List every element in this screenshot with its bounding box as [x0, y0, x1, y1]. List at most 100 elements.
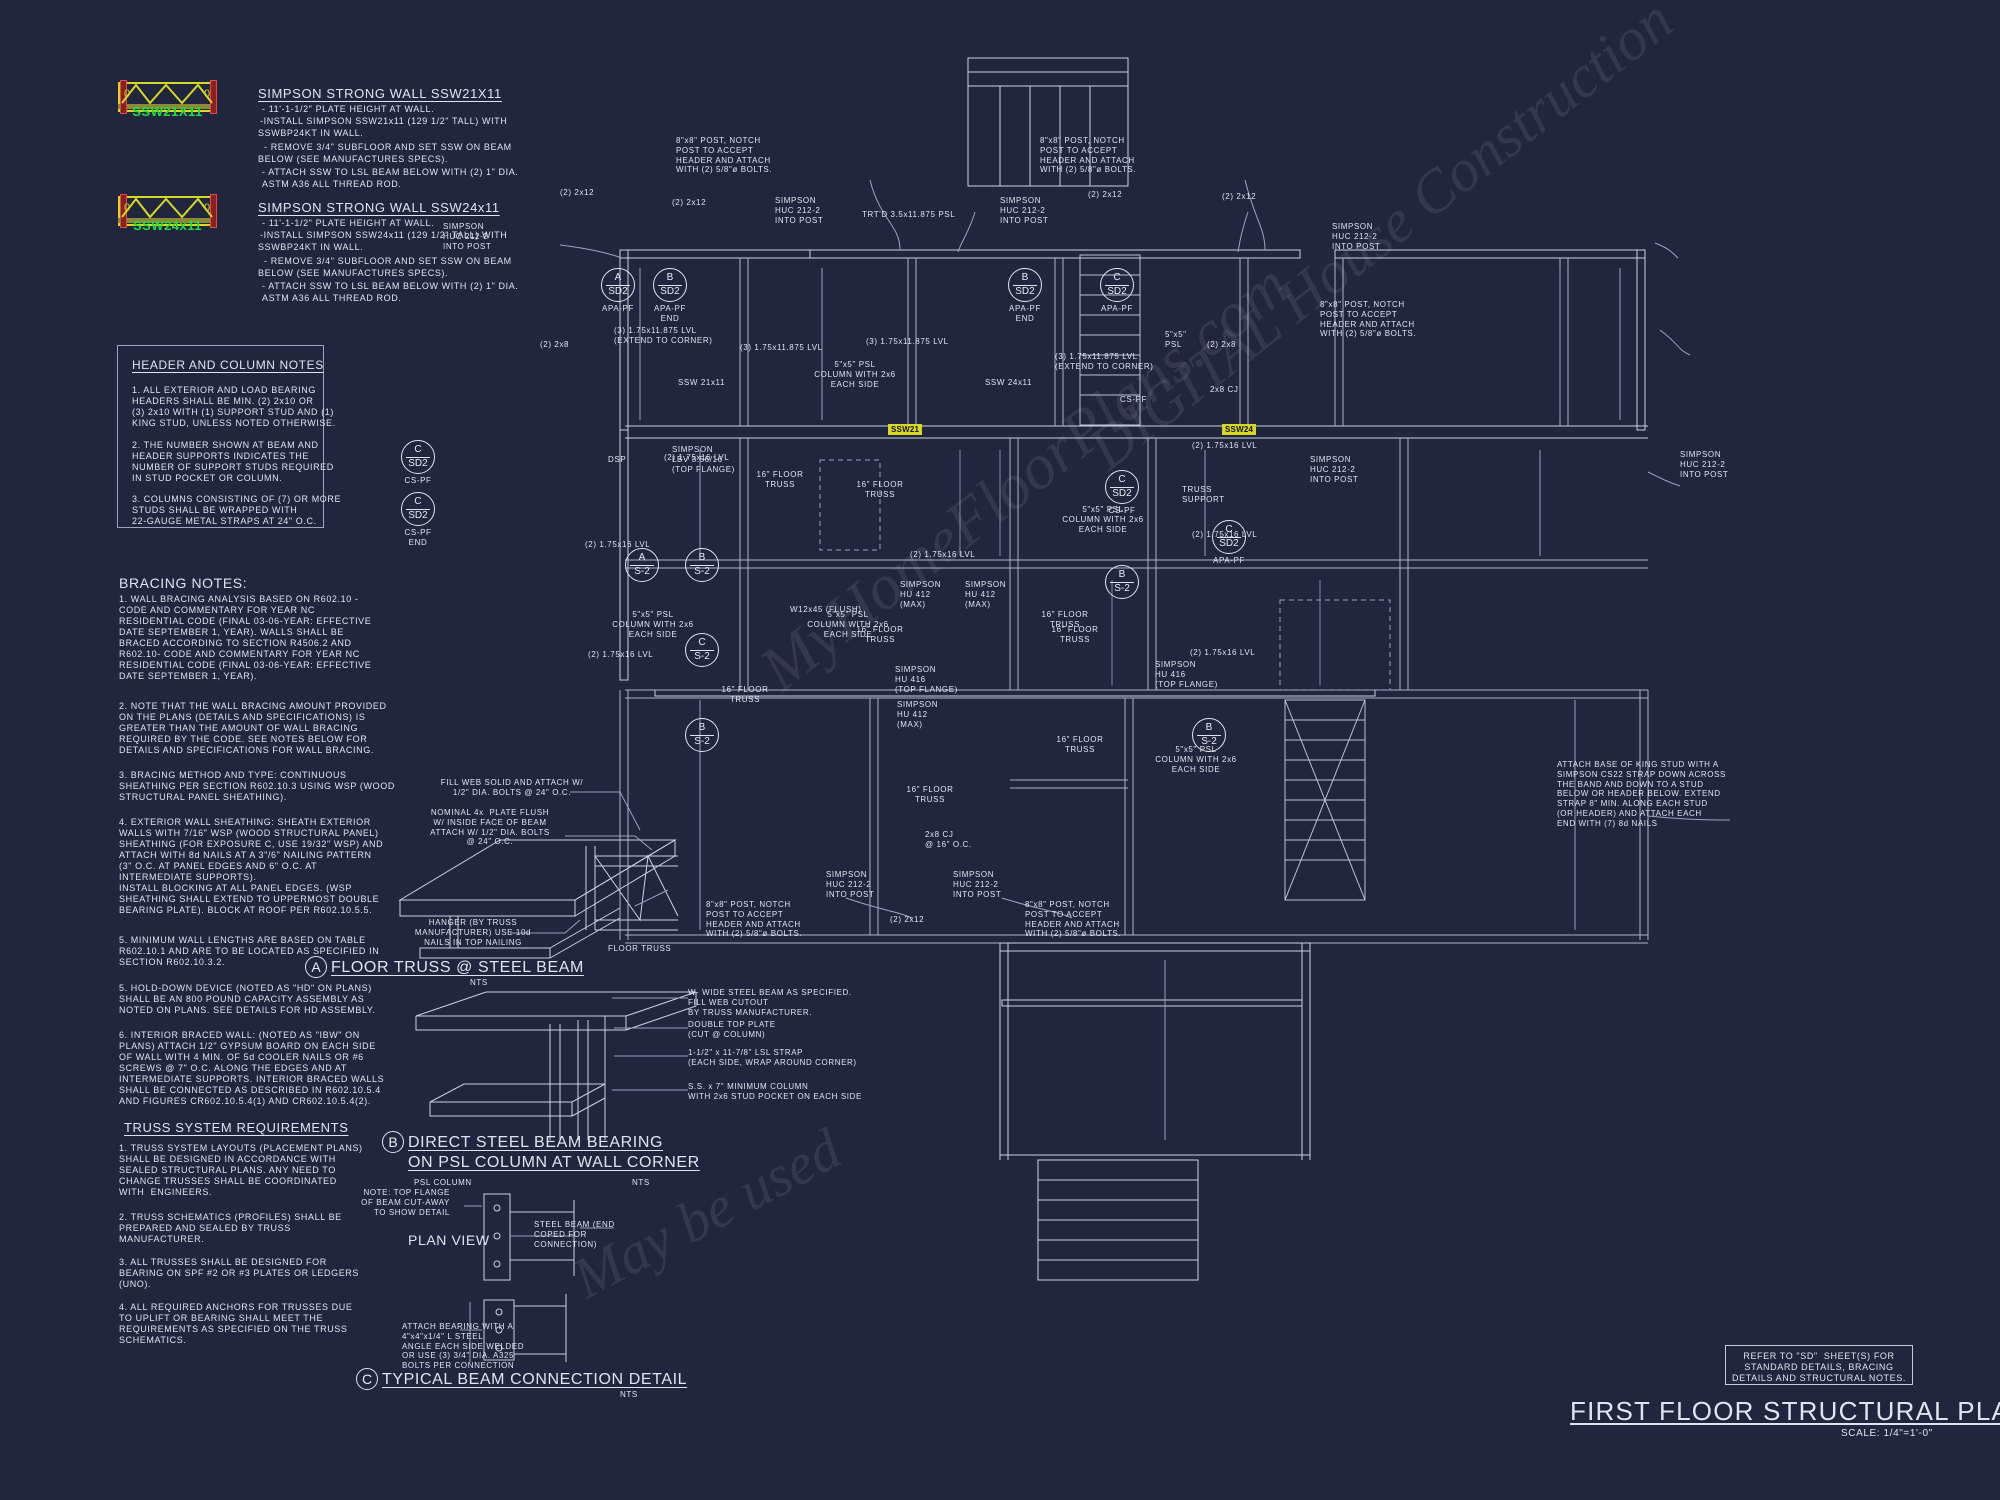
plan-callout: ATTACH BASE OF KING STUD WITH A SIMPSON …	[1557, 760, 1726, 828]
detail-c-title: TYPICAL BEAM CONNECTION DETAIL	[382, 1371, 688, 1388]
section-bubble-divider	[689, 564, 715, 566]
plan-callout: 16" FLOOR TRUSS	[1051, 625, 1099, 644]
section-bubble-sheet: S-2	[694, 565, 710, 577]
section-bubble-divider	[1216, 536, 1242, 538]
section-bubble[interactable]: B SD2	[653, 268, 687, 302]
plan-callout: SIMPSON HUC 212-2 INTO POST	[775, 196, 824, 225]
section-bubble-divider	[629, 564, 655, 566]
plan-callout: SIMPSON HUC 212-2 INTO POST	[1310, 455, 1359, 484]
detail-a-callout-1: FILL WEB SOLID AND ATTACH W/ 1/2" DIA. B…	[440, 778, 584, 797]
ssw24-zigzag-icon: 0 0	[121, 197, 213, 219]
detail-a-sub: NTS	[470, 978, 488, 987]
section-bubble-divider	[1109, 486, 1135, 488]
legend-ssw21-line-3: - REMOVE 3/4" SUBFLOOR AND SET SSW ON BE…	[264, 142, 512, 152]
plan-callout: (2) 1.75x16 LVL	[585, 540, 651, 549]
section-bubble-divider	[1104, 284, 1130, 286]
plan-callout: TRUSS SUPPORT	[1182, 485, 1225, 504]
plan-callout: SIMPSON HUC 212-2 INTO POST	[1332, 222, 1381, 251]
legend-ssw21: 0 0 SSW21X11	[110, 78, 225, 119]
section-bubble-divider	[605, 284, 631, 286]
detail-b-callout-3: 1-1/2" x 11-7/8" LSL STRAP (EACH SIDE, W…	[688, 1048, 857, 1067]
detail-a-title: FLOOR TRUSS @ STEEL BEAM	[331, 959, 584, 976]
plan-callout: SIMPSON HU 416 (TOP FLANGE)	[1155, 660, 1218, 689]
truss-notes-title: TRUSS SYSTEM REQUIREMENTS	[124, 1120, 349, 1135]
detail-c-letter: C	[361, 1371, 373, 1387]
plan-callout: 16" FLOOR TRUSS	[756, 470, 804, 489]
plan-callout: SSW 24x11	[985, 378, 1033, 387]
truss-note-3: 3. ALL TRUSSES SHALL BE DESIGNED FOR BEA…	[119, 1257, 359, 1289]
header-column-notes-title: HEADER AND COLUMN NOTES	[132, 358, 324, 372]
section-bubble-detail: C	[698, 637, 706, 648]
plan-callout: 5"x5" PSL	[1165, 330, 1187, 349]
plan-callout: (2) 2x8	[1207, 340, 1237, 349]
plan-callout: 2x8 CJ @ 16" O.C.	[925, 830, 972, 849]
section-bubble-divider	[405, 456, 431, 458]
svg-text:0: 0	[204, 202, 210, 214]
section-bubble-label: APA-PF END	[1009, 304, 1041, 323]
legend-ssw24-title: SIMPSON STRONG WALL SSW24x11	[258, 200, 500, 215]
section-bubble-detail: A	[638, 552, 646, 563]
plan-outer-walls	[619, 249, 1646, 1007]
bracing-note-4: 4. EXTERIOR WALL SHEATHING: SHEATH EXTER…	[119, 817, 384, 915]
plan-callout: W12x45 (FLUSH)	[790, 605, 862, 614]
plan-callout: (3) 1.75x11.875 LVL	[866, 337, 949, 346]
legend-ssw21-title: SIMPSON STRONG WALL SSW21X11	[258, 86, 502, 101]
plan-callout: 5"x5" PSL COLUMN WITH 2x6 EACH SIDE	[1155, 745, 1237, 774]
legend-ssw24-line-1: -INSTALL SIMPSON SSW24x11 (129 1/2" TALL…	[260, 230, 508, 240]
plan-callout: (2) 1.75x16 LVL	[588, 650, 654, 659]
plan-callout: (3) 1.75x11.875 LVL (EXTEND TO CORNER)	[1055, 352, 1154, 371]
section-bubble-detail: A	[614, 272, 622, 283]
section-bubble-sheet: S-2	[694, 650, 710, 662]
section-bubble-sheet: S-2	[694, 735, 710, 747]
section-bubble-sheet: SD2	[1015, 285, 1035, 297]
svg-text:0: 0	[204, 88, 210, 100]
plan-callout: 16" FLOOR TRUSS	[1041, 610, 1089, 629]
section-bubble-divider	[689, 734, 715, 736]
section-bubble-label: APA-PF END	[654, 304, 686, 323]
bracing-note-6: 5. HOLD-DOWN DEVICE (NOTED AS "HD" ON PL…	[119, 983, 376, 1015]
legend-ssw21-line-5: - ATTACH SSW TO LSL BEAM BELOW WITH (2) …	[262, 167, 519, 177]
detail-a-drawing	[398, 791, 679, 959]
section-bubble-detail: B	[666, 272, 674, 283]
ssw21-zigzag-icon: 0 0	[121, 83, 213, 105]
plan-callout: SIMPSON HU 412 (MAX)	[897, 700, 939, 729]
section-bubble-sheet: SD2	[660, 285, 680, 297]
plan-callout: (2) 1.75x16 LVL	[910, 550, 976, 559]
plan-leader-lines	[559, 179, 1731, 919]
plan-callout: 8"x8" POST, NOTCH POST TO ACCEPT HEADER …	[1320, 300, 1417, 339]
plan-callout: SIMPSON HU 412 (MAX)	[900, 580, 942, 609]
plan-callout: SIMPSON HU 416 (TOP FLANGE)	[895, 665, 958, 694]
section-bubble-divider	[405, 508, 431, 510]
plan-callout: DSP	[608, 455, 627, 464]
legend-ssw24-line-3: - REMOVE 3/4" SUBFLOOR AND SET SSW ON BE…	[264, 256, 512, 266]
section-bubble-divider	[689, 649, 715, 651]
section-bubble-label: CS-PF	[1108, 506, 1136, 515]
plan-callout: SSW 21x11	[678, 378, 726, 387]
detail-a-callout-4: FLOOR TRUSS	[608, 944, 672, 953]
section-bubble-sheet: S-2	[1201, 735, 1217, 747]
detail-a-tag: A	[305, 956, 327, 978]
detail-a-letter: A	[311, 959, 321, 975]
detail-c-callout-2: STEEL BEAM (END COPED FOR CONNECTION)	[534, 1220, 615, 1249]
truss-note-2: 2. TRUSS SCHEMATICS (PROFILES) SHALL BE …	[119, 1212, 342, 1244]
plan-callout: (2) 2x12	[1088, 190, 1123, 199]
section-bubble-label: APA-PF	[1101, 304, 1133, 313]
ssw21-icon: 0 0 SSW21X11	[110, 78, 225, 119]
section-bubble[interactable]: C S-2	[685, 633, 719, 667]
section-bubble-label: CS-PF	[404, 476, 432, 485]
ssw24-tag: SSW24x11	[132, 218, 203, 233]
plan-callout: (3) 1.75x11.875 LVL	[740, 343, 823, 352]
